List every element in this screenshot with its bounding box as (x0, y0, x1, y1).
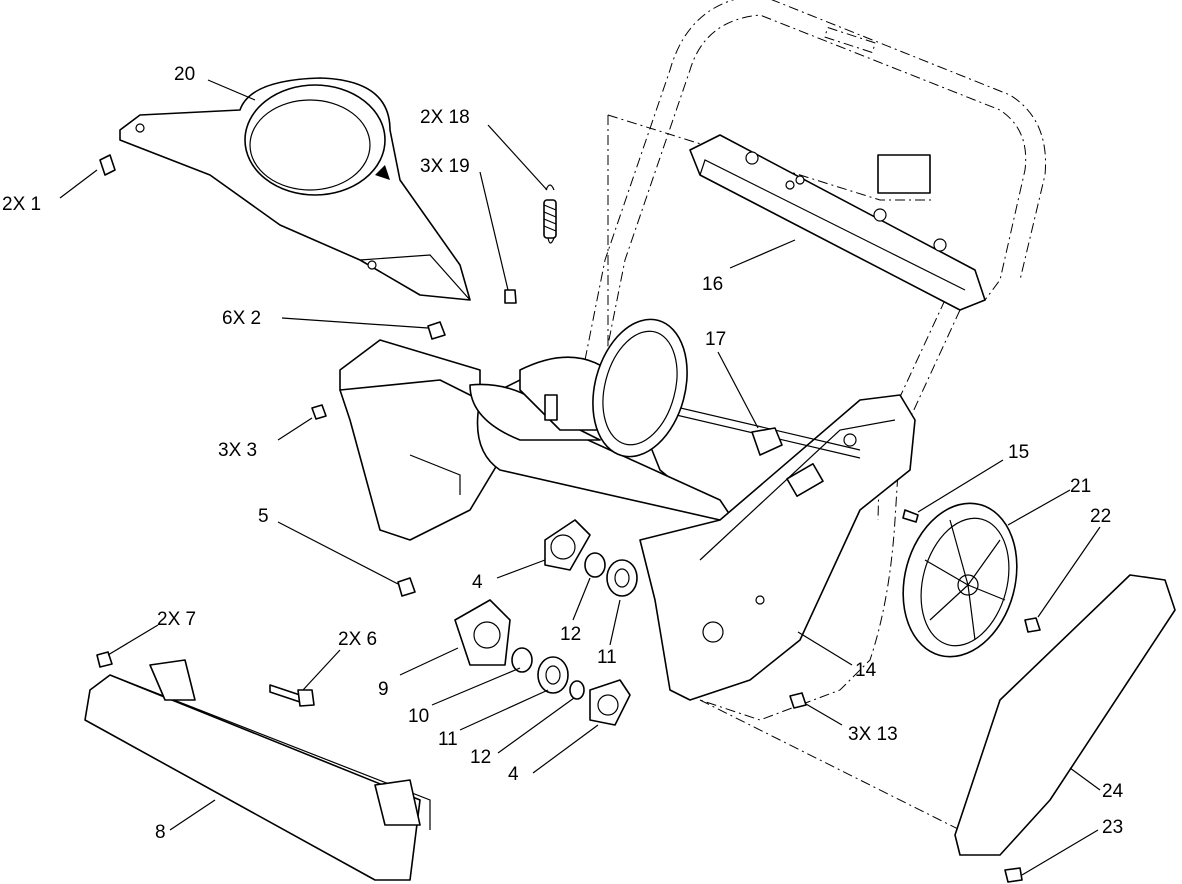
clip (99, 154, 116, 176)
label-22: 22 (1090, 506, 1111, 527)
label-15: 15 (1008, 442, 1029, 463)
side-plate (639, 394, 916, 701)
label-11-upper: 11 (597, 647, 617, 668)
discharge-chute (119, 77, 471, 301)
label-12-lower: 12 (470, 747, 491, 768)
label-21: 21 (1070, 476, 1091, 497)
label-2x-1: 2X 1 (2, 194, 41, 215)
label-10: 10 (408, 706, 429, 727)
handle-outline (584, 0, 1047, 831)
label-3x-19: 3X 19 (420, 156, 470, 177)
control-panel (689, 134, 986, 311)
label-9: 9 (378, 679, 389, 700)
callout-labels: 20 2X 1 2X 18 3X 19 6X 2 16 17 3X 3 15 2… (2, 64, 1124, 843)
label-8: 8 (155, 822, 166, 843)
wheel-rear (592, 318, 688, 458)
label-6x-2: 6X 2 (222, 308, 261, 329)
label-12-upper: 12 (560, 624, 581, 645)
belt-cover (954, 574, 1176, 856)
label-16: 16 (702, 274, 723, 295)
label-3x-13: 3X 13 (848, 724, 898, 745)
label-2x-7: 2X 7 (157, 609, 196, 630)
label-14: 14 (855, 660, 877, 681)
fasteners (96, 289, 1041, 883)
spring (543, 184, 557, 244)
label-17: 17 (705, 329, 726, 350)
label-2x-6: 2X 6 (338, 629, 377, 650)
wheel (902, 502, 1018, 658)
scraper-bar (84, 659, 431, 881)
bearing-assembly (454, 519, 638, 726)
label-4-upper: 4 (472, 572, 483, 593)
label-2x-18: 2X 18 (420, 107, 470, 128)
label-24: 24 (1102, 781, 1124, 802)
label-5: 5 (258, 506, 269, 527)
label-4-lower: 4 (508, 764, 519, 785)
label-3x-3: 3X 3 (218, 440, 257, 461)
label-20: 20 (174, 64, 195, 85)
label-11-lower: 11 (438, 729, 458, 750)
label-23: 23 (1102, 817, 1123, 838)
leader-lines (59, 79, 1101, 876)
